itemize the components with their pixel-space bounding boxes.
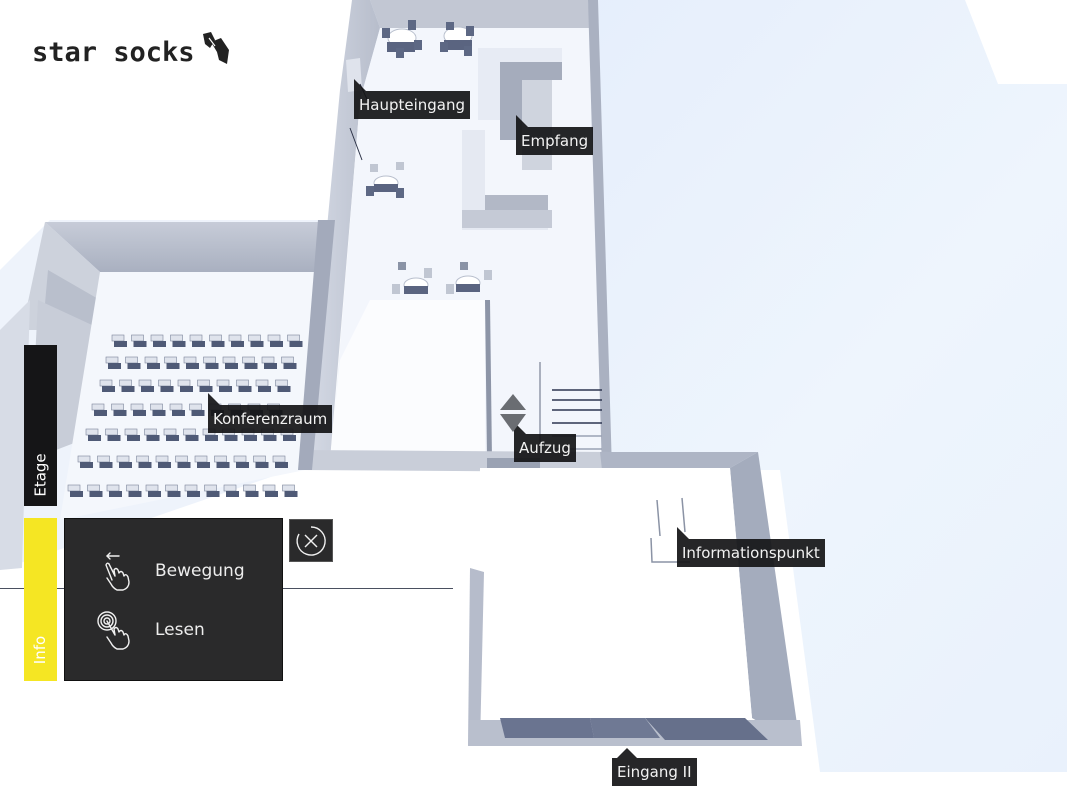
chair: [233, 455, 249, 468]
chair: [158, 379, 174, 392]
map-label-konferenzraum[interactable]: Konferenzraum: [208, 393, 333, 433]
chair: [261, 356, 277, 369]
info-item-bewegung: Bewegung: [65, 546, 282, 596]
footprints-icon: [202, 32, 229, 64]
chair: [262, 484, 278, 497]
map-label-eingang-2[interactable]: Eingang II: [612, 748, 697, 786]
chair: [183, 356, 199, 369]
chair: [184, 484, 200, 497]
tab-info-label: Info: [31, 635, 50, 665]
chair: [194, 455, 210, 468]
chair: [236, 379, 252, 392]
chair: [97, 455, 113, 468]
close-circle-icon: [296, 525, 326, 556]
chair: [105, 356, 121, 369]
chair: [124, 428, 140, 441]
chair: [131, 334, 147, 347]
chair: [126, 484, 142, 497]
chair: [77, 455, 93, 468]
info-item-lesen-label: Lesen: [155, 620, 205, 640]
chair: [189, 403, 205, 416]
chair: [106, 484, 122, 497]
chair: [99, 379, 115, 392]
chair: [67, 484, 83, 497]
lobby-tables: [366, 20, 492, 294]
chair: [228, 334, 244, 347]
info-panel: Bewegung Lesen: [64, 518, 283, 681]
lower-hall: [468, 452, 802, 746]
tab-etage[interactable]: Etage: [24, 345, 57, 506]
chair: [165, 484, 181, 497]
chair: [281, 356, 297, 369]
chair: [136, 455, 152, 468]
chair: [130, 403, 146, 416]
table-group: [366, 20, 492, 294]
chair: [155, 455, 171, 468]
chair: [111, 403, 127, 416]
map-label-haupteingang[interactable]: Haupteingang: [354, 79, 471, 119]
chair: [204, 484, 220, 497]
map-label-aufzug[interactable]: Aufzug: [514, 422, 576, 462]
chair: [223, 484, 239, 497]
map-label-empfang[interactable]: Empfang: [516, 115, 594, 155]
chair: [214, 455, 230, 468]
chair: [150, 334, 166, 347]
chair: [255, 379, 271, 392]
chair: [267, 334, 283, 347]
chair: [275, 379, 291, 392]
tap-hand-icon: [97, 611, 130, 650]
chair: [272, 455, 288, 468]
chair: [164, 356, 180, 369]
chair: [169, 403, 185, 416]
chair: [163, 428, 179, 441]
chair: [253, 455, 269, 468]
chair: [144, 356, 160, 369]
chair: [183, 428, 199, 441]
map-label-informationspunkt[interactable]: Informationspunkt: [677, 527, 825, 567]
close-info-button[interactable]: [289, 519, 333, 562]
swipe-hand-icon: [105, 552, 130, 591]
chair: [203, 356, 219, 369]
brand-logo: star socks: [32, 32, 233, 68]
chair: [87, 484, 103, 497]
chair: [197, 379, 213, 392]
chair: [111, 334, 127, 347]
chair: [175, 455, 191, 468]
elevator-up-down-icon[interactable]: [498, 392, 528, 436]
chair: [144, 428, 160, 441]
info-item-bewegung-label: Bewegung: [155, 561, 245, 581]
chair: [242, 356, 258, 369]
info-item-lesen: Lesen: [65, 605, 282, 655]
chair: [150, 403, 166, 416]
chair: [177, 379, 193, 392]
tab-etage-label: Etage: [31, 453, 50, 497]
chair: [243, 484, 259, 497]
chair: [189, 334, 205, 347]
chair: [125, 356, 141, 369]
chair: [170, 334, 186, 347]
chair: [85, 428, 101, 441]
chair: [282, 484, 298, 497]
chair: [287, 334, 303, 347]
chair: [116, 455, 132, 468]
chair: [216, 379, 232, 392]
tab-info[interactable]: Info: [24, 518, 57, 681]
chair: [248, 334, 264, 347]
chair: [105, 428, 121, 441]
chair: [119, 379, 135, 392]
brand-name: star socks: [32, 37, 195, 68]
chair: [222, 356, 238, 369]
chair: [91, 403, 107, 416]
chair: [138, 379, 154, 392]
chair: [145, 484, 161, 497]
chair: [209, 334, 225, 347]
